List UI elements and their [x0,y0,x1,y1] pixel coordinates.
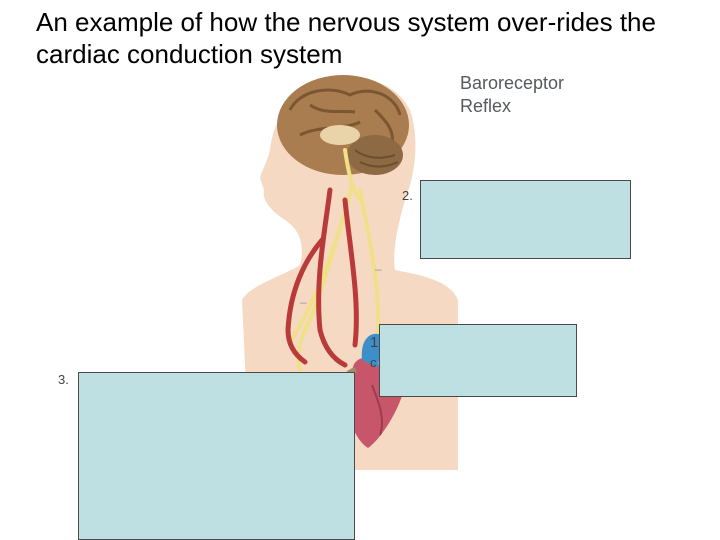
step-1-label: 1 [370,334,379,351]
figure-title-line2: Reflex [460,96,512,116]
artery-paths [285,187,359,368]
step-2-label: 2. [402,188,413,203]
nerve-marker-lower: – [300,295,307,309]
nerve-marker-upper: – [375,262,382,276]
answer-box-step-3[interactable] [78,372,355,540]
answer-box-step-2[interactable] [420,180,631,259]
step-1-fragment: c [370,355,377,370]
figure-title-line1: Baroreceptor [460,73,565,93]
brain-icon [277,75,409,175]
answer-box-step-1[interactable] [379,324,577,397]
slide-title: An example of how the nervous system ove… [36,7,656,69]
figure-title: Baroreceptor Reflex [460,72,564,118]
step-3-label: 3. [58,372,69,387]
